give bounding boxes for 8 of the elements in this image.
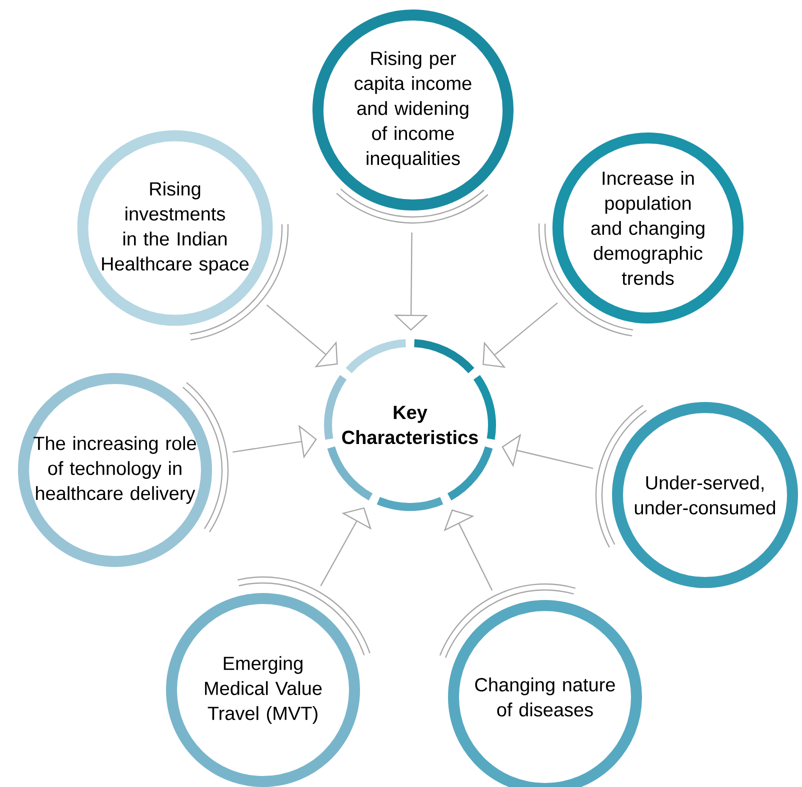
circle-node: Rising per capita income and widening of income inequalities xyxy=(312,9,514,211)
arrow xyxy=(266,304,338,368)
circle-node: Emerging Medical Value Travel (MVT) xyxy=(166,593,360,787)
circle-node: Increase in population and changing demographic trends xyxy=(552,132,744,324)
circle-node: Under-served, under-consumed xyxy=(612,402,798,588)
circle-node: The increasing role of technology in healthcare delivery xyxy=(18,373,212,567)
arrow xyxy=(482,302,558,368)
circle-node: Rising investments in the Indian Healthcare space xyxy=(77,130,273,326)
